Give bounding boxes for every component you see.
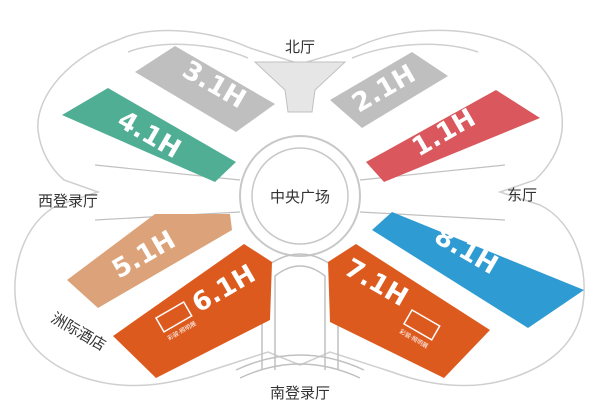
east-hall-label: 东厅 — [507, 186, 537, 204]
north-hall-label: 北厅 — [285, 38, 315, 56]
north-entrance — [253, 61, 347, 113]
south-lobby-label: 南登录厅 — [270, 384, 330, 402]
exhibitor-logo-icon — [402, 308, 441, 341]
central-plaza-label: 中央广场 — [270, 188, 330, 206]
venue-outline — [14, 29, 585, 387]
intercontinental-hotel-label: 洲际酒店 — [48, 309, 109, 355]
west-lobby-label: 西登录厅 — [38, 192, 98, 210]
central-plaza-circle — [239, 135, 361, 257]
exhibitor-logo-icon — [154, 300, 193, 333]
hall-2-1h[interactable]: 2.1H — [330, 52, 448, 128]
